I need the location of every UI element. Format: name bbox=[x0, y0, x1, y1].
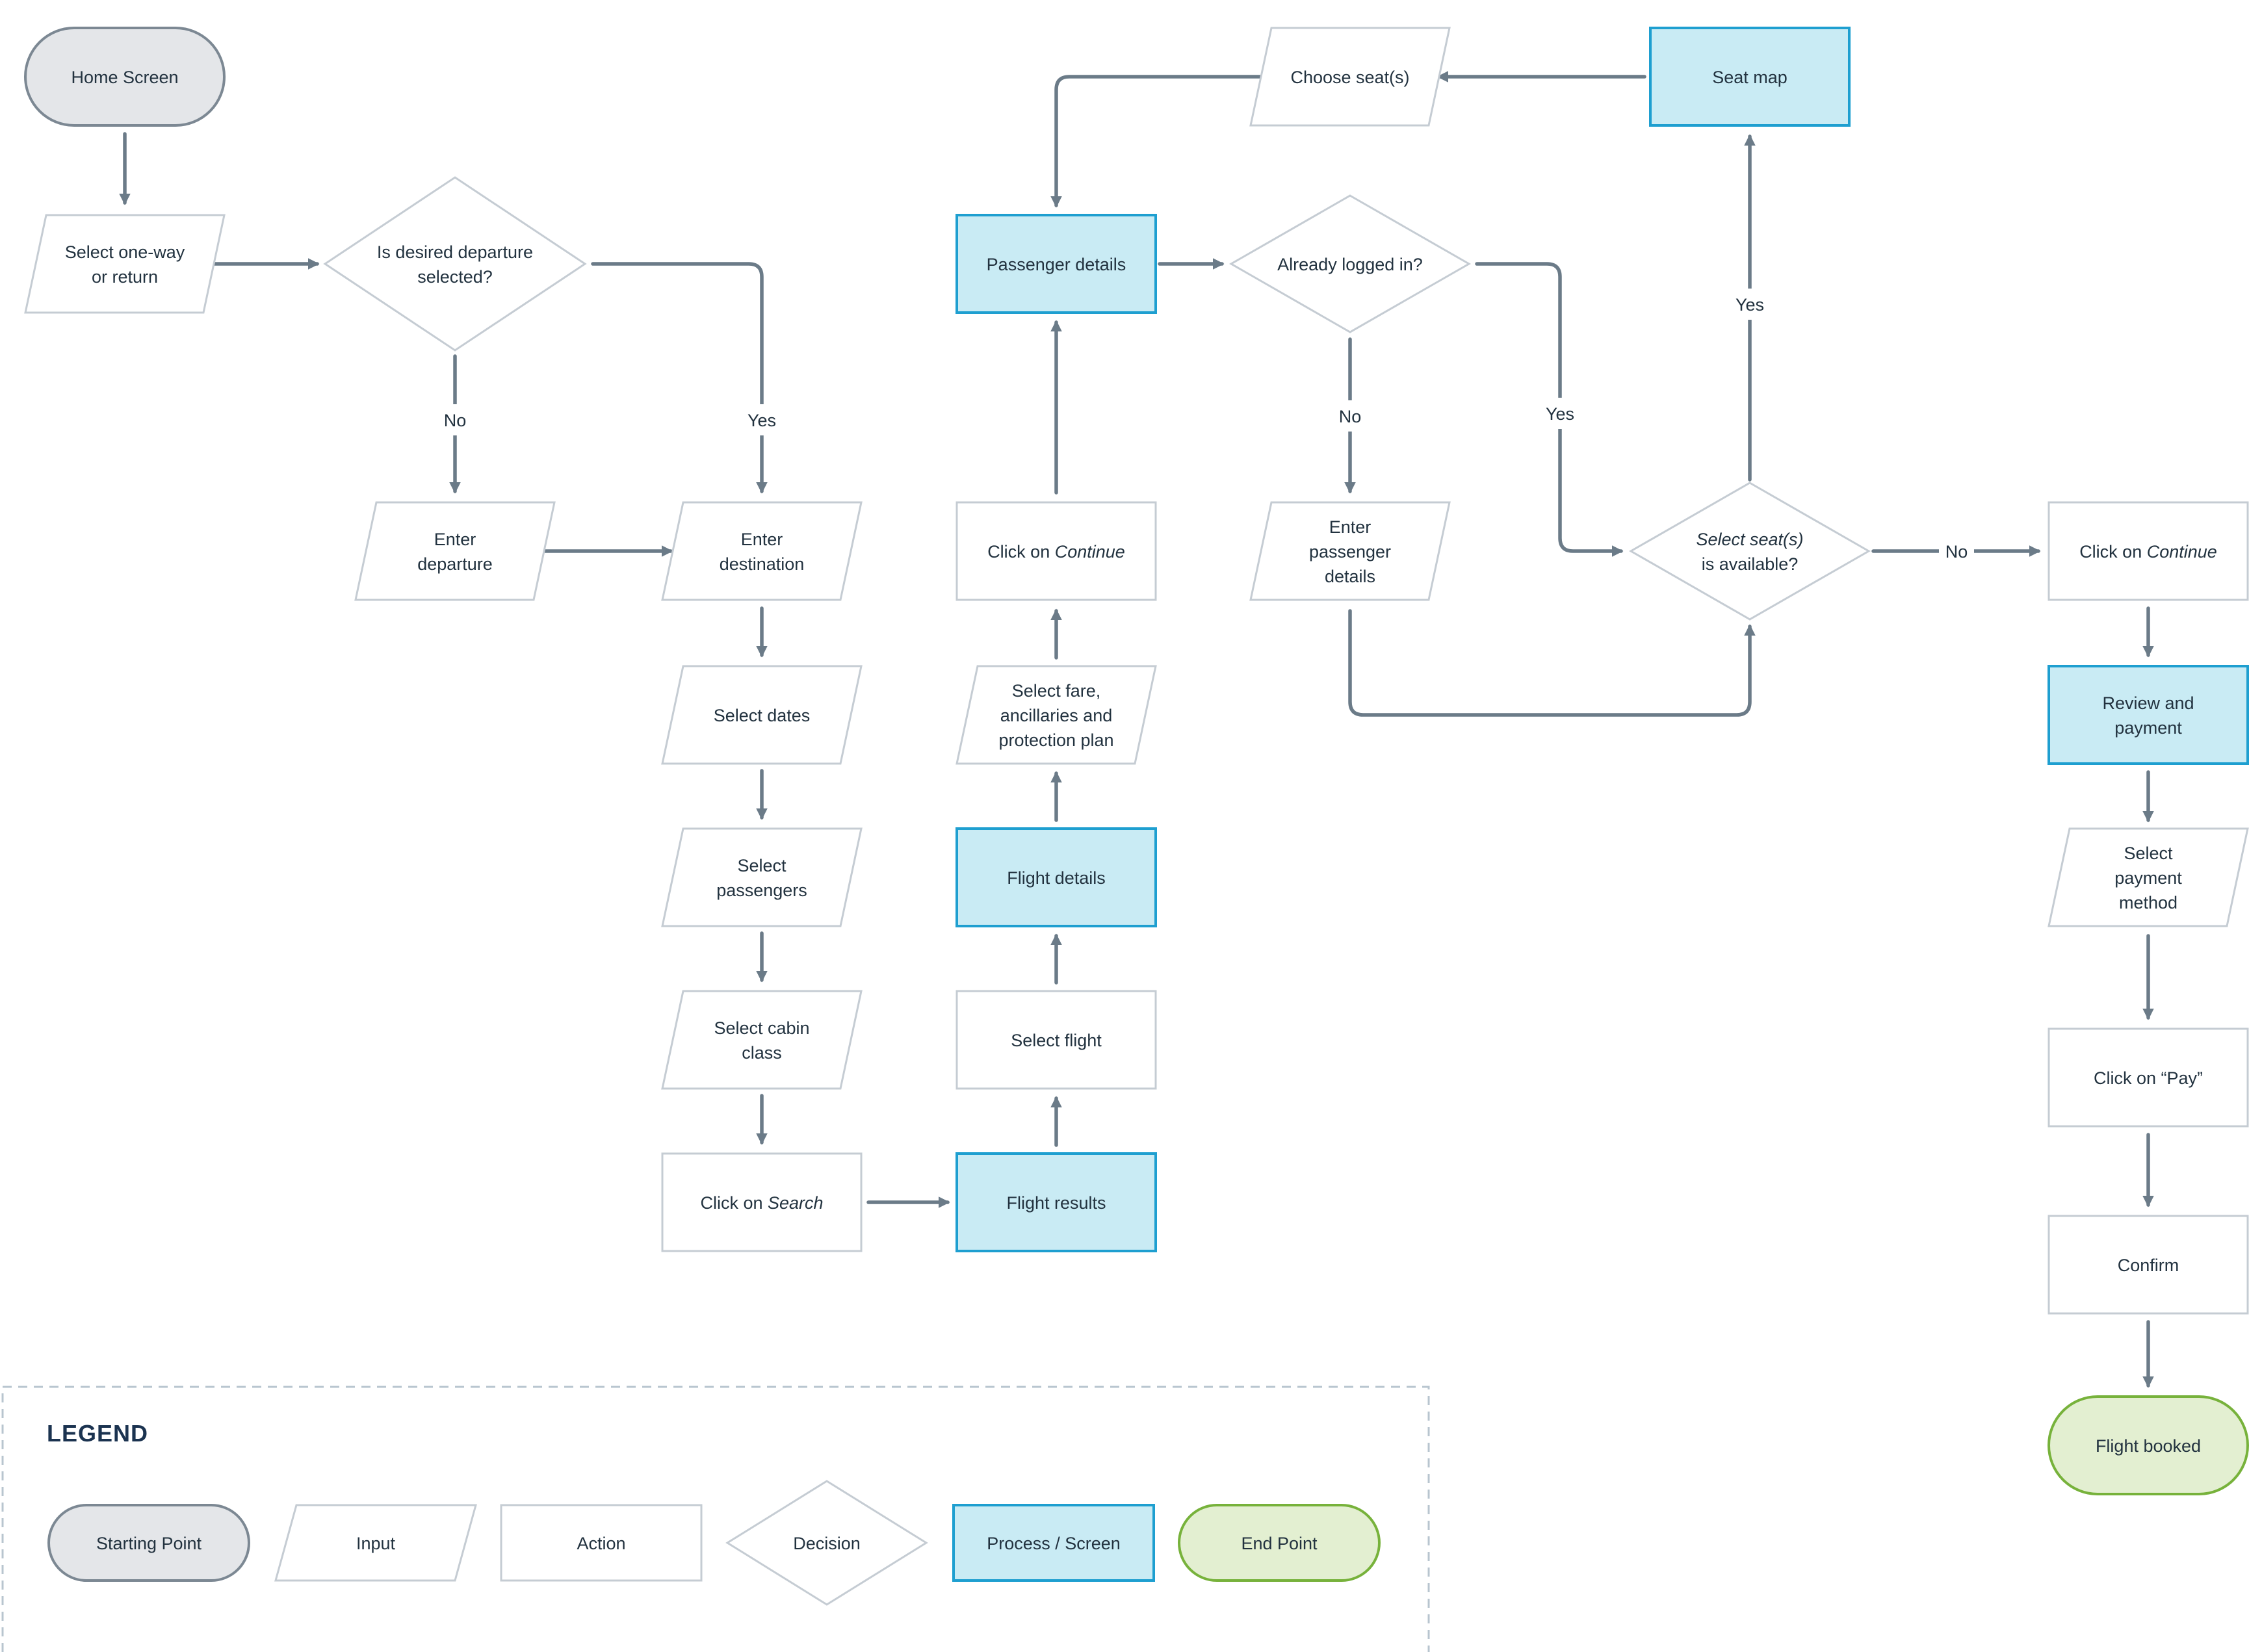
edge-label-no: No bbox=[1945, 542, 1968, 561]
edge-label-bg bbox=[1726, 289, 1773, 320]
select-cabin-node: Select cabin class bbox=[661, 990, 863, 1090]
node-label: Flight results bbox=[1006, 1193, 1106, 1213]
node-label: Seat map bbox=[1712, 68, 1788, 87]
node-label: Flight booked bbox=[2096, 1436, 2201, 1456]
node-label: or return bbox=[92, 267, 158, 287]
desired-departure-node: Is desired departure selected? bbox=[323, 176, 587, 352]
edge-decision-yes bbox=[591, 262, 768, 494]
enter-passenger-node: Enter passenger details bbox=[1249, 501, 1451, 601]
node-label: Enter bbox=[741, 530, 783, 549]
legend-item-label: Process / Screen bbox=[987, 1534, 1121, 1553]
node-label: Already logged in? bbox=[1277, 255, 1423, 274]
node-label: Click on Continue bbox=[987, 542, 1125, 561]
node-label: Home Screen bbox=[71, 68, 178, 87]
edge-label-no: No bbox=[1339, 407, 1362, 426]
node-label: Enter bbox=[1329, 517, 1372, 537]
node-label: passengers bbox=[716, 881, 807, 900]
node-label: destination bbox=[720, 554, 805, 574]
node-label: Select cabin bbox=[714, 1018, 809, 1038]
node-label: Select bbox=[2124, 844, 2173, 863]
node-label: ancillaries and bbox=[1000, 706, 1113, 725]
node-label: Flight details bbox=[1007, 868, 1106, 888]
choose-seats-node: Choose seat(s) bbox=[1249, 27, 1451, 127]
node-label: details bbox=[1325, 567, 1375, 586]
review-payment-node: Review and payment bbox=[2048, 665, 2249, 765]
edge-label-yes: Yes bbox=[1546, 404, 1574, 424]
select-oneway-node: Select one-way or return bbox=[24, 214, 226, 314]
legend-title: LEGEND bbox=[47, 1420, 148, 1447]
payment-method-node: Select payment method bbox=[2048, 827, 2249, 927]
legend-decision: Decision bbox=[725, 1480, 928, 1606]
legend-end-point: End Point bbox=[1178, 1504, 1381, 1582]
edge-label-no: No bbox=[444, 411, 467, 430]
edge-choose-to-passenger bbox=[1050, 75, 1262, 208]
passenger-details-node: Passenger details bbox=[956, 214, 1157, 314]
click-pay-node: Click on “Pay” bbox=[2048, 1027, 2249, 1128]
edge-label-yes: Yes bbox=[1736, 295, 1764, 315]
legend-item-label: Starting Point bbox=[96, 1534, 202, 1553]
edge-label-bg bbox=[1939, 536, 1974, 567]
legend-frame bbox=[1, 1386, 1430, 1652]
node-label: Choose seat(s) bbox=[1290, 68, 1409, 87]
flight-details-node: Flight details bbox=[956, 827, 1157, 927]
legend-process-screen: Process / Screen bbox=[952, 1504, 1155, 1582]
legend-item-label: Action bbox=[577, 1534, 625, 1553]
edge-label-yes: Yes bbox=[748, 411, 776, 430]
node-label: Select one-way bbox=[65, 242, 185, 262]
legend-item-label: End Point bbox=[1241, 1534, 1318, 1553]
flight-booked-node: Flight booked bbox=[2048, 1395, 2249, 1495]
legend-starting-point: Starting Point bbox=[47, 1504, 250, 1582]
seats-available-node: Select seat(s) is available? bbox=[1628, 482, 1871, 621]
node-label: Select seat(s) bbox=[1696, 530, 1803, 549]
confirm-node: Confirm bbox=[2048, 1215, 2249, 1315]
node-label: Select dates bbox=[714, 706, 811, 725]
legend-input: Input bbox=[274, 1504, 477, 1582]
node-label: Confirm bbox=[2118, 1256, 2179, 1275]
node-label: selected? bbox=[417, 267, 493, 287]
legend-item-label: Input bbox=[356, 1534, 396, 1553]
node-label: Click on Continue bbox=[2079, 542, 2217, 561]
enter-departure-node: Enter departure bbox=[354, 501, 556, 601]
node-label: Click on Search bbox=[700, 1193, 823, 1213]
node-label: departure bbox=[417, 554, 493, 574]
home-screen-node: Home Screen bbox=[24, 27, 226, 127]
already-logged-node: Already logged in? bbox=[1228, 194, 1472, 333]
node-label: Select flight bbox=[1011, 1031, 1102, 1050]
select-dates-node: Select dates bbox=[661, 665, 863, 765]
select-fare-node: Select fare, ancillaries and protection pl… bbox=[956, 665, 1157, 765]
node-label: Review and bbox=[2102, 693, 2194, 713]
node-label: Select fare, bbox=[1012, 681, 1101, 701]
node-label: Enter bbox=[434, 530, 476, 549]
legend-item-label: Decision bbox=[793, 1534, 861, 1553]
legend: LEGEND Starting Point Input Action Decision P… bbox=[1, 1386, 1430, 1652]
seat-map-node: Seat map bbox=[1649, 27, 1851, 127]
edge-label-bg bbox=[1332, 400, 1368, 432]
node-label: passenger bbox=[1309, 542, 1391, 561]
select-passengers-node: Select passengers bbox=[661, 827, 863, 927]
edge-enter-passenger-to-available bbox=[1348, 609, 1756, 717]
select-flight-node: Select flight bbox=[956, 990, 1157, 1090]
node-label: Select bbox=[737, 856, 786, 875]
node-label: method bbox=[2119, 893, 2178, 912]
click-search-node: Click on Search bbox=[661, 1152, 863, 1252]
node-label: Passenger details bbox=[987, 255, 1126, 274]
node-label: payment bbox=[2114, 718, 2182, 738]
node-label: is available? bbox=[1702, 554, 1799, 574]
edge-label-bg bbox=[437, 404, 473, 435]
enter-destination-node: Enter destination bbox=[661, 501, 863, 601]
edge-label-bg bbox=[1537, 398, 1583, 429]
node-label: protection plan bbox=[998, 730, 1113, 750]
edge-label-bg bbox=[738, 404, 785, 435]
legend-action: Action bbox=[500, 1504, 703, 1582]
click-continue-1-node: Click on Continue bbox=[956, 501, 1157, 601]
click-continue-2-node: Click on Continue bbox=[2048, 501, 2249, 601]
node-label: class bbox=[742, 1043, 782, 1063]
flight-results-node: Flight results bbox=[956, 1152, 1157, 1252]
node-label: Is desired departure bbox=[377, 242, 533, 262]
node-label: payment bbox=[2114, 868, 2182, 888]
node-label: Click on “Pay” bbox=[2094, 1068, 2203, 1088]
